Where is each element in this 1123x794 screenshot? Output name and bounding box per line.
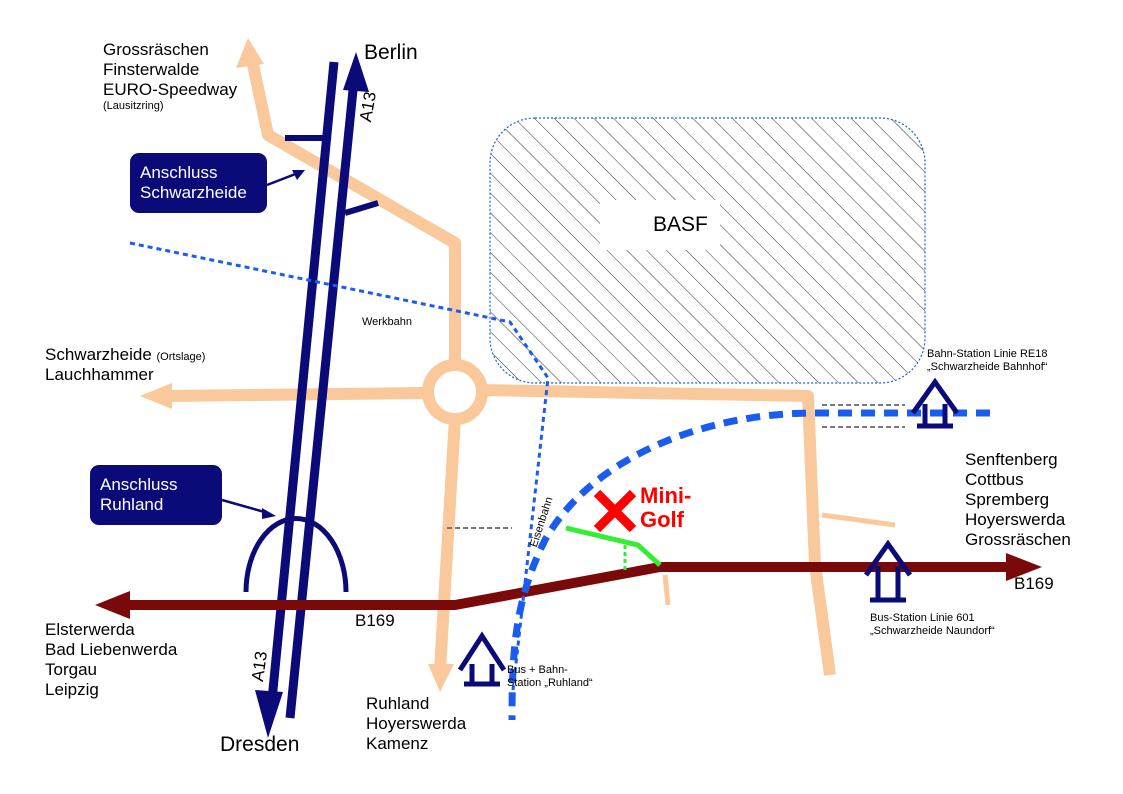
label-ruhland-station: Bus + Bahn- Station „Ruhland“ bbox=[507, 664, 593, 690]
callout-line: Schwarzheide bbox=[140, 183, 247, 202]
dest-spremberg: Spremberg bbox=[965, 490, 1050, 509]
label-minigolf: Mini- Golf bbox=[640, 484, 691, 532]
label-west: Schwarzheide (Ortslage) Lauchhammer bbox=[45, 345, 205, 385]
minigolf-line: Golf bbox=[640, 507, 684, 532]
label-dresden: Dresden bbox=[220, 733, 300, 756]
label-berlin: Berlin bbox=[364, 41, 418, 64]
station-name: Station „Ruhland“ bbox=[507, 677, 593, 689]
station-house-icon bbox=[910, 377, 960, 429]
callout-line: Anschluss bbox=[140, 163, 218, 182]
dest-schwarzheide: Schwarzheide bbox=[45, 345, 152, 364]
minigolf-path bbox=[565, 525, 662, 567]
label-werkbahn: Werkbahn bbox=[362, 316, 412, 328]
arrow-north-west bbox=[236, 38, 264, 68]
minigolf-marker-icon bbox=[593, 489, 637, 533]
dest-senftenberg: Senftenberg bbox=[965, 450, 1058, 469]
dest-finsterwalde: Finsterwalde bbox=[103, 60, 200, 79]
dest-ruhland: Ruhland bbox=[366, 694, 430, 713]
werkbahn-line bbox=[129, 241, 550, 691]
callout-line: Ruhland bbox=[100, 495, 164, 514]
station-house-icon bbox=[863, 539, 913, 603]
dest-leipzig: Leipzig bbox=[45, 680, 99, 699]
label-south: Ruhland Hoyerswerda Kamenz bbox=[366, 694, 466, 754]
dest-euro-speedway: EURO-Speedway bbox=[103, 80, 238, 99]
dest-cottbus: Cottbus bbox=[965, 470, 1024, 489]
dest-hoyerswerda: Hoyerswerda bbox=[965, 510, 1066, 529]
station-name: „Schwarzheide Bahnhof“ bbox=[927, 361, 1048, 373]
station-name: „Schwarzheide Naundorf“ bbox=[870, 625, 995, 637]
label-north-west: Grossräschen Finsterwalde EURO-Speedway … bbox=[103, 40, 237, 113]
arrow-dresden bbox=[255, 690, 283, 738]
arrow-south bbox=[428, 664, 454, 692]
station-line: Bus-Station Linie 601 bbox=[870, 612, 975, 624]
basf-area bbox=[489, 117, 926, 384]
dest-kamenz: Kamenz bbox=[366, 734, 429, 753]
label-bahn-station: Bahn-Station Linie RE18 „Schwarzheide Ba… bbox=[927, 348, 1047, 374]
label-b169-west: B169 bbox=[355, 611, 395, 630]
callout-anschluss-schwarzheide: Anschluss Schwarzheide bbox=[130, 153, 267, 213]
footpaths bbox=[447, 404, 905, 529]
callout-arrows bbox=[221, 171, 299, 515]
label-south-west: Elsterwerda Bad Liebenwerda Torgau Leipz… bbox=[45, 620, 177, 700]
dest-lauchhammer: Lauchhammer bbox=[45, 365, 154, 384]
dest-bad-liebenwerda: Bad Liebenwerda bbox=[45, 640, 178, 659]
label-bus-station: Bus-Station Linie 601 „Schwarzheide Naun… bbox=[870, 612, 995, 638]
dest-elsterwerda: Elsterwerda bbox=[45, 620, 135, 639]
railway-line bbox=[508, 409, 990, 721]
a13-motorway bbox=[243, 61, 379, 719]
minigolf-line: Mini- bbox=[640, 483, 692, 508]
callout-line: Anschluss bbox=[100, 475, 178, 494]
label-east: Senftenberg Cottbus Spremberg Hoyerswerd… bbox=[965, 450, 1071, 550]
arrow-berlin bbox=[343, 52, 369, 92]
arrow-west bbox=[140, 383, 172, 409]
dest-note-ortslage: (Ortslage) bbox=[156, 351, 206, 363]
station-line: Bus + Bahn- bbox=[507, 664, 568, 676]
label-basf: BASF bbox=[653, 213, 708, 236]
label-b169-east: B169 bbox=[1014, 574, 1054, 593]
station-house-icon bbox=[457, 631, 507, 687]
local-roads bbox=[164, 58, 896, 676]
label-a13-bottom: A13 bbox=[248, 650, 272, 683]
dest-hoyerswerda: Hoyerswerda bbox=[366, 714, 467, 733]
dest-torgau: Torgau bbox=[45, 660, 97, 679]
dest-note-lausitzring: (Lausitzring) bbox=[103, 100, 164, 112]
b169-road bbox=[120, 562, 1010, 610]
station-line: Bahn-Station Linie RE18 bbox=[927, 348, 1048, 360]
dest-grossraeschen: Grossräschen bbox=[103, 40, 209, 59]
dest-grossraeschen: Grossräschen bbox=[965, 530, 1071, 549]
callout-anschluss-ruhland: Anschluss Ruhland bbox=[90, 465, 222, 525]
